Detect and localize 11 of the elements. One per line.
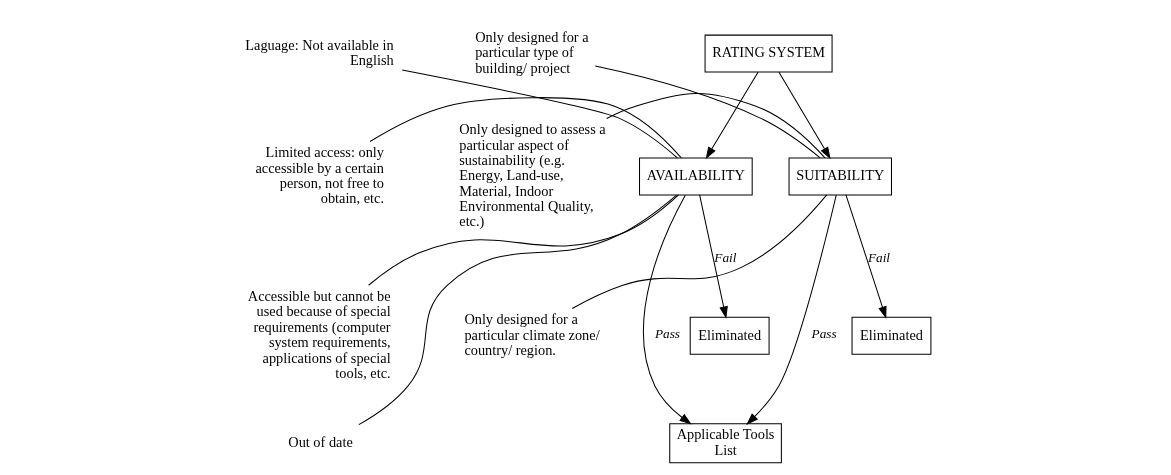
- edge-label: Fail: [867, 250, 891, 266]
- node-text: Only designed for a particular climate zone/ country/ region.: [464, 311, 600, 358]
- node-text: Accessible but cannot be used because of special requirements (computer system requirements, applications of special tools, etc.: [247, 288, 391, 381]
- node-text: Only designed for a particular type of building/ project: [475, 28, 589, 76]
- node-text: Out of date: [288, 434, 353, 451]
- node-text: Only designed to assess a particular aspect of sustainability (e.g. Energy, Land-use, Material, Indoor Environmental Quality, etc.): [459, 121, 606, 230]
- edge-label: Fail: [714, 250, 737, 266]
- edge-label: Pass: [811, 326, 837, 342]
- node-text: Laguage: Not available in English: [245, 36, 394, 69]
- node-text: Limited access: only accessible by a certain person, not free to obtain, etc.: [255, 144, 384, 207]
- edge-label: Pass: [654, 326, 681, 342]
